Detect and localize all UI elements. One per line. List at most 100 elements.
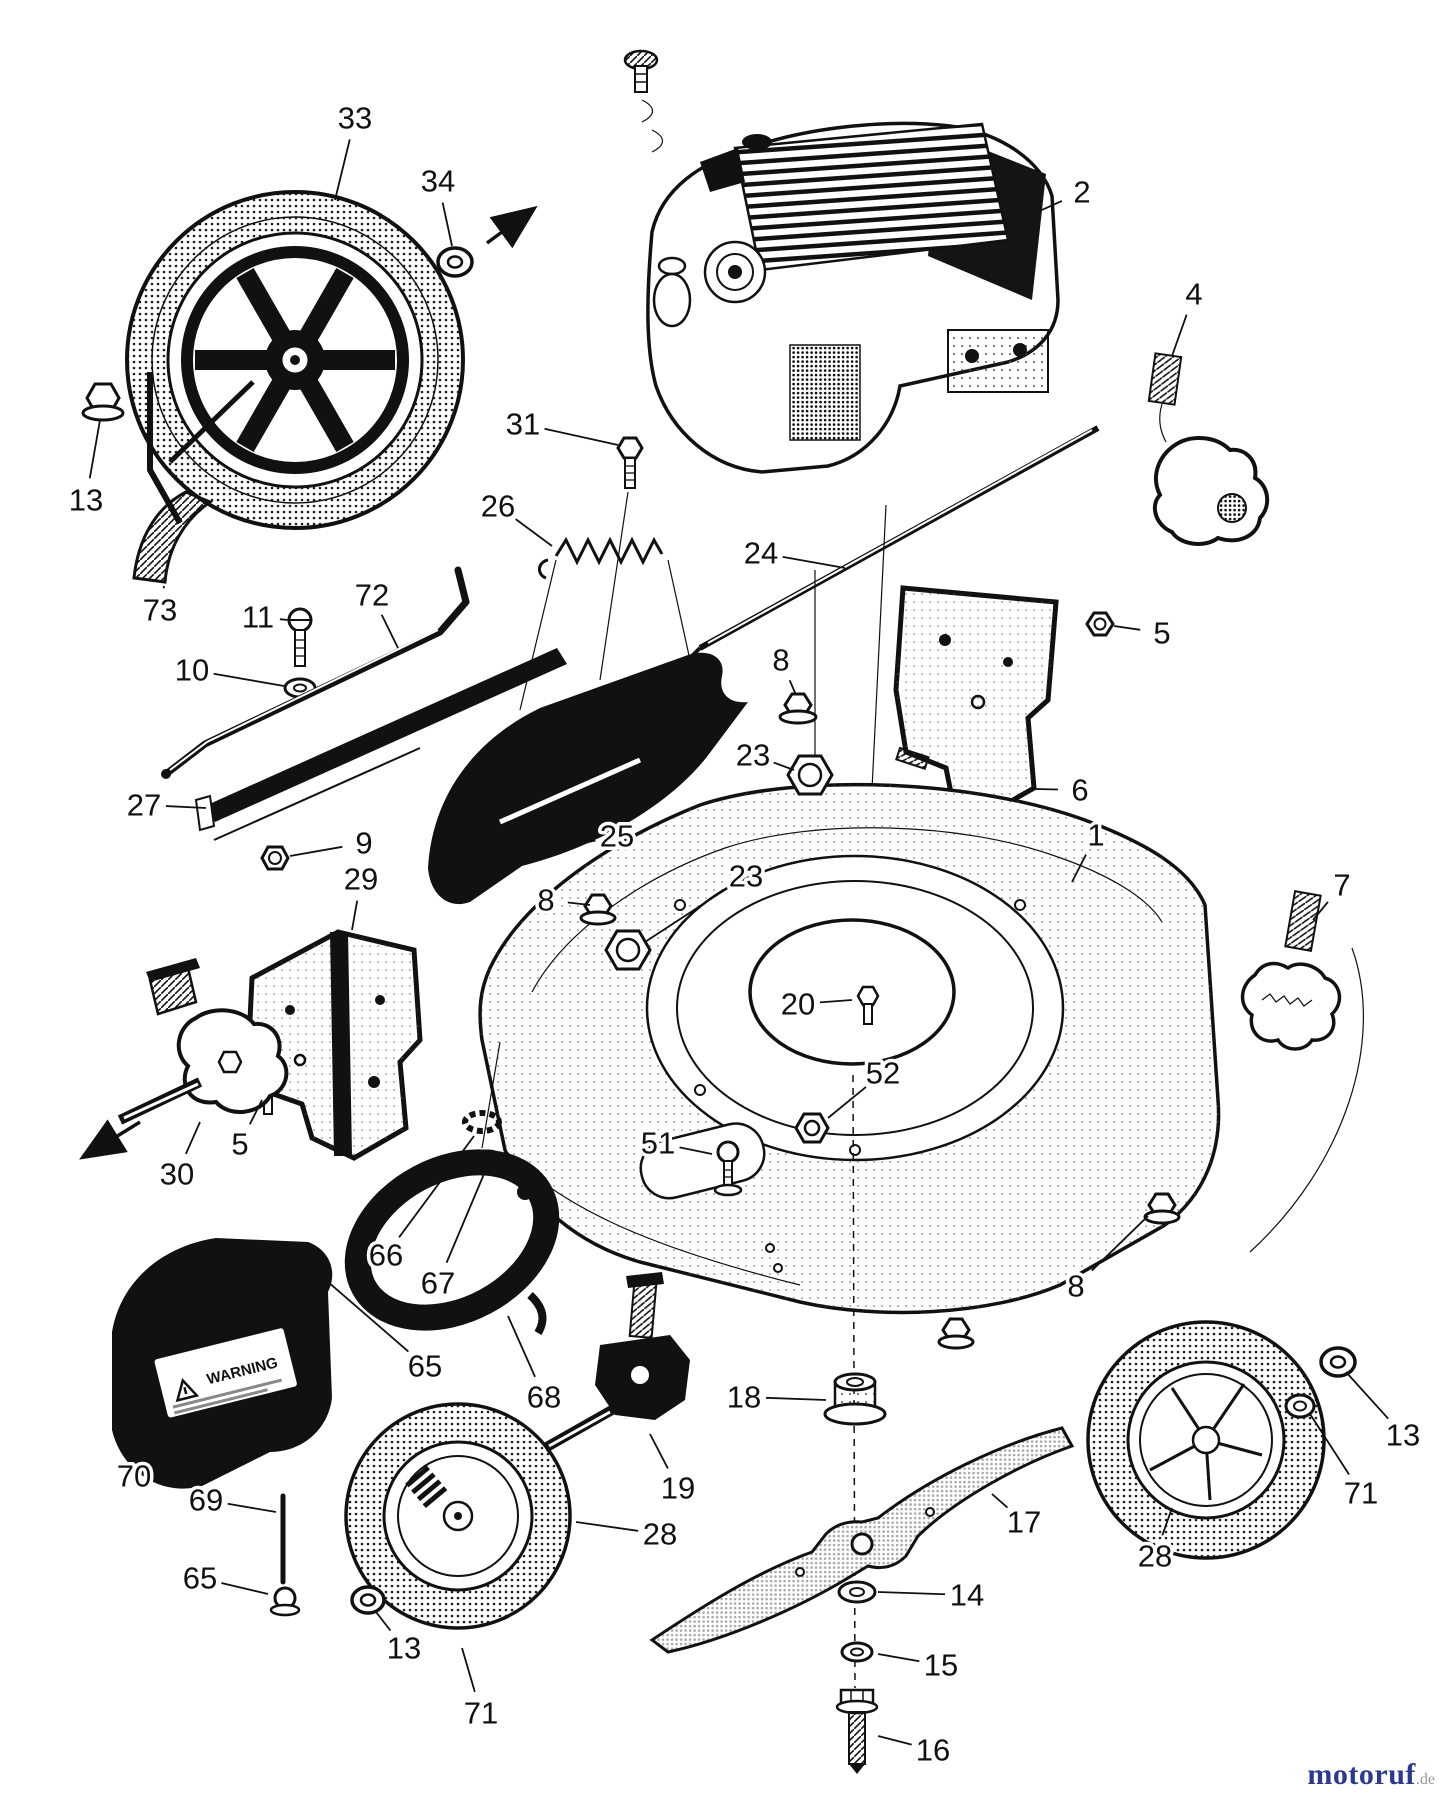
callout-leader-33-0 (334, 139, 351, 201)
callout-label-8-31: 8 (1067, 1269, 1084, 1304)
callout-label-4-3: 4 (1185, 277, 1202, 312)
callout-label-10-7: 10 (175, 653, 209, 688)
callout-leader-19-37 (649, 1433, 669, 1469)
callout-label-31-10: 31 (506, 407, 540, 442)
callout-leader-5-14 (1113, 625, 1141, 631)
watermark-brand: motoruf (1307, 1758, 1416, 1791)
nut-9 (260, 845, 290, 871)
callout-label-26-11: 26 (481, 489, 515, 524)
callout-label-71-40: 71 (1344, 1476, 1378, 1511)
hubcap-71-right (1284, 1393, 1316, 1419)
callout-leader-28-41 (1161, 1507, 1173, 1536)
callout-label-8-20: 8 (537, 883, 554, 918)
callout-label-67-30: 67 (421, 1266, 455, 1301)
axle-bracket-19 (542, 1272, 690, 1453)
blade-adapter-18 (823, 1372, 887, 1426)
callout-leader-71-44 (461, 1647, 476, 1693)
callout-leader-34-1 (441, 202, 453, 247)
callout-leader-10-7 (213, 672, 285, 687)
flange-bolt-65-lower (269, 1586, 301, 1617)
part-7-ratchet (1240, 890, 1364, 1253)
callout-label-23-18: 23 (736, 738, 770, 773)
callout-label-28-41: 28 (1138, 1539, 1172, 1574)
washer-34 (436, 246, 474, 278)
callout-leader-1-22 (1071, 854, 1087, 883)
callout-label-70-35: 70 (117, 1459, 151, 1494)
handle-bar-72 (161, 566, 470, 779)
callout-label-5-27: 5 (231, 1127, 248, 1162)
bolt-31 (599, 436, 644, 681)
deflector-25 (428, 559, 748, 905)
callout-leader-9-16 (289, 845, 343, 857)
axle-assembly-30 (79, 958, 289, 1160)
handle-grip-68 (344, 1041, 560, 1336)
callout-leader-23-21 (644, 887, 729, 943)
engine-cooling-fins (733, 122, 1010, 272)
callout-leader-13-43 (375, 1611, 392, 1632)
flange-nut-8-right (1143, 1192, 1181, 1225)
callout-label-71-44: 71 (464, 1696, 498, 1731)
callout-label-52-25: 52 (866, 1056, 900, 1091)
callout-leader-5-27 (249, 1099, 263, 1125)
callout-label-1-22: 1 (1087, 818, 1104, 853)
rear-wheel-28-middle (344, 1402, 572, 1630)
callout-label-18-34: 18 (727, 1380, 761, 1415)
washer-13-middle (350, 1585, 386, 1615)
callout-leader-2-2 (1014, 200, 1063, 223)
bracket-29 (247, 929, 423, 1161)
callout-label-20-24: 20 (781, 987, 815, 1022)
callout-label-30-28: 30 (160, 1157, 194, 1192)
callout-leader-52-25 (827, 1086, 867, 1119)
callout-leader-71-40 (1309, 1413, 1350, 1476)
callout-label-69-36: 69 (189, 1483, 223, 1518)
bolt-52 (794, 1112, 830, 1144)
callout-leader-66-29 (398, 1135, 475, 1238)
callout-leader-70-35 (147, 1439, 167, 1461)
flange-nut-8-mid (579, 893, 617, 926)
blade-bolt-16 (835, 1688, 879, 1774)
callout-label-34-1: 34 (421, 164, 455, 199)
callout-leader-51-26 (679, 1146, 713, 1155)
callout-leader-28-45 (575, 1521, 639, 1532)
callout-leader-13-39 (1345, 1371, 1389, 1420)
bolt-51 (713, 1140, 743, 1197)
callout-label-24-12: 24 (744, 536, 778, 571)
throttle-lever-4 (1147, 352, 1270, 546)
callout-label-28-45: 28 (643, 1517, 677, 1552)
callout-label-29-19: 29 (344, 862, 378, 897)
callout-label-65-32: 65 (408, 1349, 442, 1384)
front-wheel-33 (125, 190, 465, 530)
washer-13-right (1319, 1346, 1357, 1378)
callout-label-73-5: 73 (143, 593, 177, 628)
callout-leader-69-36 (227, 1502, 277, 1513)
screw-11 (287, 607, 313, 667)
flange-nut-8-deck (937, 1317, 975, 1350)
washer-15 (840, 1641, 874, 1663)
callout-label-6-15: 6 (1071, 773, 1088, 808)
wave-washer-66 (462, 1110, 502, 1134)
callout-label-17-38: 17 (1007, 1505, 1041, 1540)
callout-label-15-47: 15 (924, 1648, 958, 1683)
callout-leader-8-31 (1091, 1215, 1149, 1272)
callout-label-51-26: 51 (641, 1126, 675, 1161)
callout-leader-11-6 (279, 618, 289, 621)
assembly-direction-arrow-top (485, 205, 538, 249)
nut-5-right (1085, 611, 1115, 637)
callout-leader-15-47 (877, 1653, 920, 1663)
support-bar-27 (194, 648, 567, 841)
callout-label-25-17: 25 (600, 819, 634, 854)
warning-sticker: WARNING (152, 1326, 299, 1420)
callout-leader-14-46 (877, 1591, 946, 1596)
callout-label-13-4: 13 (69, 483, 103, 518)
callout-leader-24-12 (782, 555, 846, 569)
bracket-6 (893, 585, 1059, 815)
callout-label-19-37: 19 (661, 1471, 695, 1506)
nut-23-lower (604, 929, 652, 971)
engine-top-bolt (623, 49, 664, 153)
callout-label-72-8: 72 (355, 578, 389, 613)
callout-leader-6-15 (1035, 788, 1059, 791)
engine-2 (646, 121, 1060, 474)
